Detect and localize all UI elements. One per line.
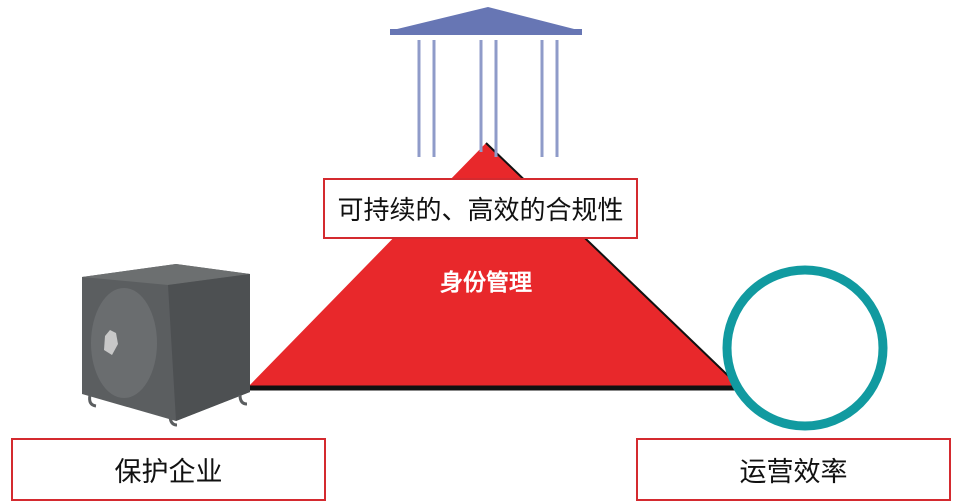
left-label: 保护企业	[114, 457, 223, 488]
center-label: 身份管理	[440, 270, 532, 296]
safe-icon	[82, 264, 250, 427]
identity-triangle	[246, 143, 742, 389]
right-label: 运营效率	[739, 457, 848, 488]
top-label-box: 可持续的、高效的合规性	[323, 178, 638, 239]
ring-icon	[722, 265, 888, 431]
left-label-box: 保护企业	[11, 438, 326, 501]
right-label-box: 运营效率	[636, 438, 951, 501]
top-label: 可持续的、高效的合规性	[337, 196, 624, 226]
columns-icon	[390, 7, 582, 157]
